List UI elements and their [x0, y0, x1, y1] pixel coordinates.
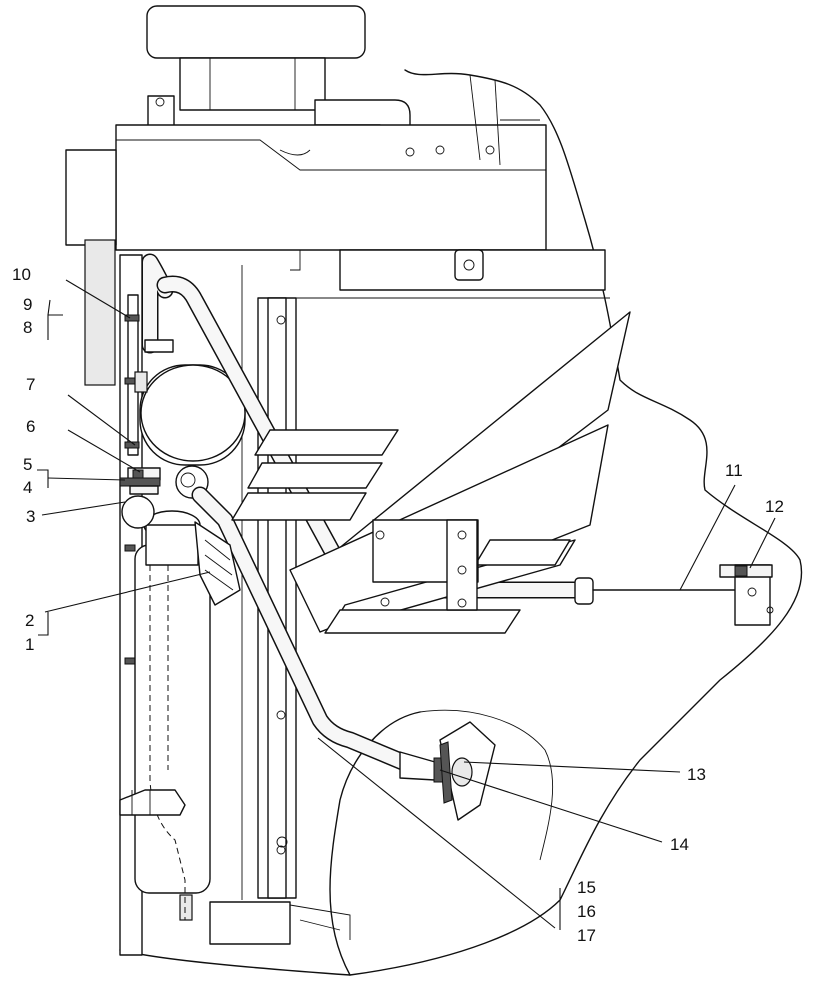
cutaway-lower-inner	[419, 709, 554, 861]
engine-assembly	[65, 5, 547, 386]
hose-connector	[592, 564, 774, 626]
callout-labels: 10 9 8 7 6 5 4 3 2 1 11 12 13 14 15 16 1…	[12, 265, 784, 945]
callout-12: 12	[765, 497, 784, 516]
clamp-bracket	[119, 467, 161, 495]
receiver-tank	[119, 510, 211, 921]
callout-10: 10	[12, 265, 31, 284]
callout-14: 14	[670, 835, 689, 854]
callout-5: 5	[23, 455, 32, 474]
leader-lines	[37, 279, 776, 930]
engine-lower-right	[290, 249, 606, 291]
rear-fitting	[439, 721, 496, 821]
callout-15: 15	[577, 878, 596, 897]
callout-2: 2	[25, 611, 34, 630]
callout-6: 6	[26, 417, 35, 436]
heat-shield	[231, 311, 631, 634]
callout-4: 4	[23, 478, 32, 497]
filter-canister	[134, 364, 246, 466]
callout-8: 8	[23, 318, 32, 337]
callout-9: 9	[23, 295, 32, 314]
callout-1: 1	[25, 635, 34, 654]
cutaway-outline	[349, 69, 803, 976]
callout-11: 11	[725, 461, 743, 480]
callout-16: 16	[577, 902, 596, 921]
callout-7: 7	[26, 375, 35, 394]
callout-3: 3	[26, 507, 35, 526]
callout-17: 17	[577, 926, 596, 945]
callout-13: 13	[687, 765, 706, 784]
base-bracket	[209, 836, 351, 945]
